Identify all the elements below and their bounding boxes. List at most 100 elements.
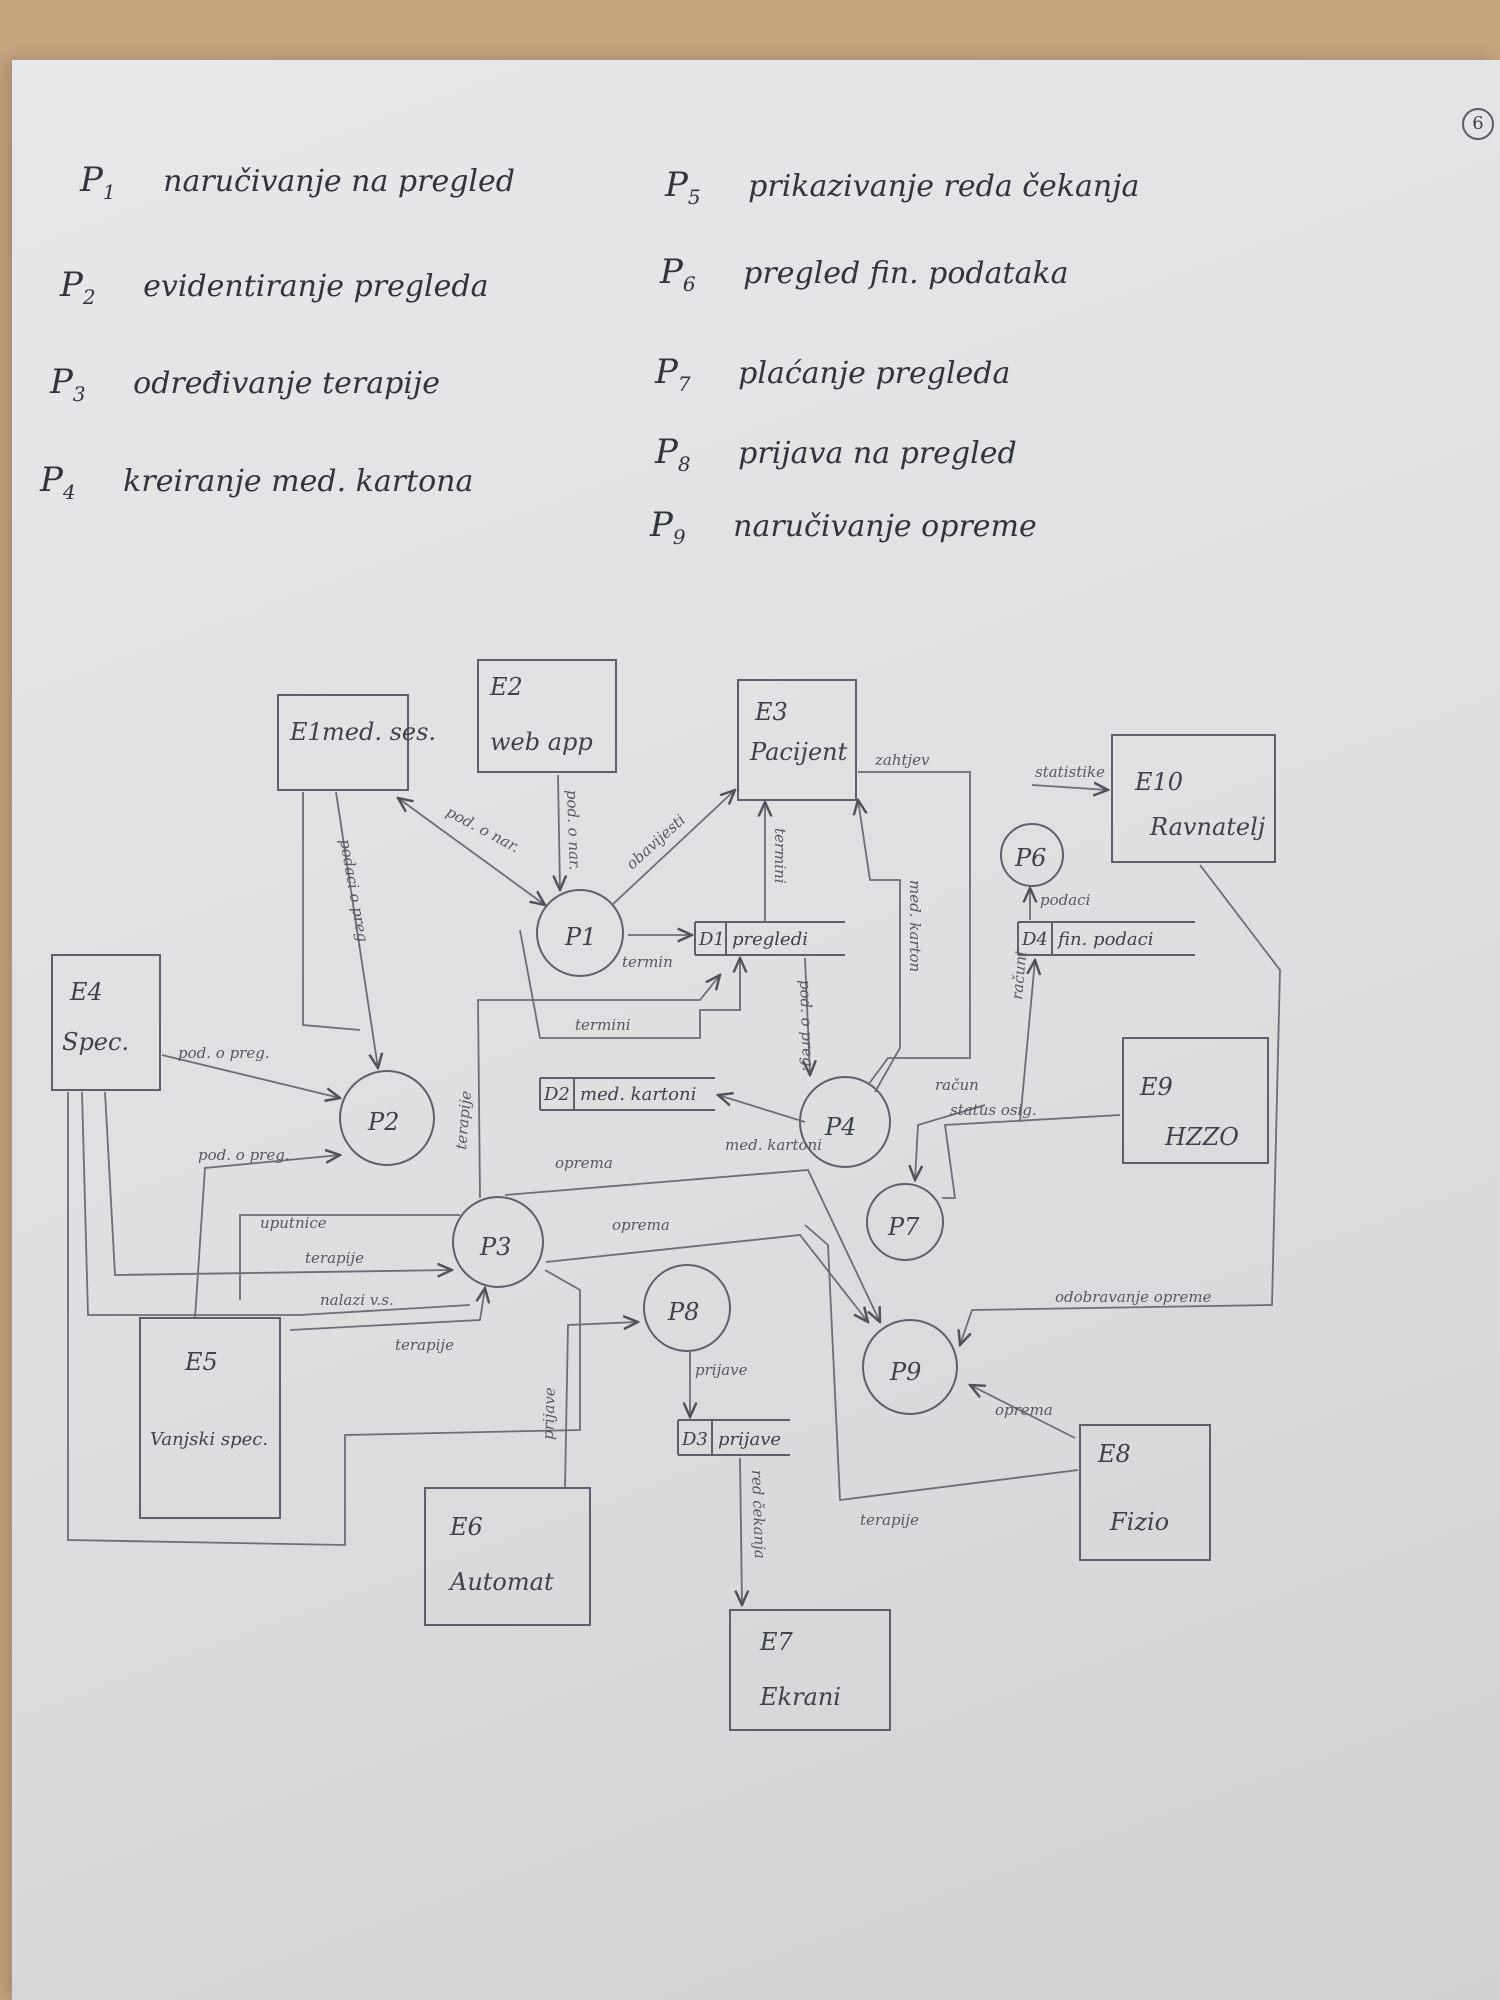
- flow-label-e8-p9: oprema: [995, 1401, 1053, 1419]
- process-circle-p8: [643, 1264, 731, 1352]
- legend-item-p9: P9 naručivanje opreme: [650, 505, 1037, 549]
- store-d4: [1017, 921, 1195, 956]
- legend-label: naručivanje opreme: [733, 509, 1037, 544]
- flow-label-termini: termini: [575, 1016, 631, 1034]
- entity-box-e2: [477, 659, 617, 773]
- legend-label: pregled fin. podataka: [743, 256, 1069, 291]
- flow-e1-p1: [398, 798, 545, 905]
- flow-label-p1-d1: termin: [622, 953, 673, 971]
- entity-name-e1: med. ses.: [322, 718, 436, 746]
- flow-e8-p9: [970, 1385, 1076, 1439]
- entity-name-e6: Automat: [448, 1568, 554, 1596]
- legend-item-p4: P4 kreiranje med. kartona: [40, 460, 473, 504]
- store-code-d4: D4: [1021, 929, 1048, 950]
- legend-id: P3: [50, 362, 86, 406]
- flow-e1-p2: [335, 791, 378, 1068]
- entity-name-e9: HZZO: [1164, 1123, 1239, 1151]
- entity-name-e7: Ekrani: [759, 1683, 841, 1711]
- flow-p3-oprema-mid: [545, 1234, 868, 1322]
- entity-box-e5: [139, 1317, 281, 1519]
- flow-e4-p2: [161, 1054, 340, 1098]
- flow-e9-status: [942, 1114, 1121, 1199]
- flow-label-p6-e10: statistike: [1035, 763, 1105, 781]
- paper-sheet: [12, 60, 1500, 2000]
- entity-code-e5: E5: [184, 1348, 218, 1376]
- legend-item-p3: P3 određivanje terapije: [50, 362, 440, 406]
- flow-p1-e3: [611, 790, 735, 906]
- legend-label: određivanje terapije: [133, 366, 440, 401]
- legend-label: naručivanje na pregled: [163, 164, 515, 199]
- flow-label-e5-p2: pod. o preg.: [198, 1146, 290, 1164]
- flow-label-p3-uputnice: uputnice: [260, 1214, 327, 1232]
- entity-name-e2: web app: [490, 728, 593, 756]
- store-name-d4: fin. podaci: [1056, 929, 1154, 950]
- legend-item-p6: P6 pregled fin. podataka: [660, 252, 1069, 296]
- flow-label-p3-terapije-top: terapije: [452, 1090, 475, 1150]
- entity-name-e10: Ravnatelj: [1149, 813, 1266, 841]
- entity-box-e1: [277, 694, 409, 791]
- process-label-p7: P7: [887, 1213, 920, 1241]
- flow-e1-loop: [302, 792, 361, 1031]
- flow-termini: [519, 929, 740, 1039]
- flow-label-p3-terapije-low: terapije: [395, 1336, 454, 1354]
- legend-id: P1: [80, 160, 116, 204]
- flow-p7-racun: [915, 1104, 986, 1180]
- flow-e10-p9: [960, 864, 1281, 1345]
- legend-label: prikazivanje reda čekanja: [748, 169, 1140, 204]
- entity-name-e8: Fizio: [1109, 1508, 1169, 1536]
- flow-label-p3-nalaz: nalazi v.s.: [320, 1291, 394, 1309]
- entity-box-e10: [1111, 734, 1276, 863]
- process-circle-p2: [339, 1070, 435, 1166]
- legend-label: evidentiranje pregleda: [143, 269, 489, 304]
- store-d1: [694, 921, 845, 956]
- flow-label-p7-d4: računi: [1008, 950, 1030, 1000]
- legend-item-p7: P7 plaćanje pregleda: [655, 352, 1010, 396]
- flow-label-d4-p6: podaci: [1040, 891, 1091, 909]
- entity-code-e3: E3: [754, 698, 788, 726]
- store-code-d3: D3: [681, 1429, 708, 1450]
- process-circle-p6: [1000, 823, 1064, 887]
- store-name-d1: pregledi: [732, 929, 808, 950]
- store-code-d1: D1: [698, 929, 725, 950]
- legend-id: P2: [60, 265, 96, 309]
- flow-d1-p4: [805, 957, 810, 1075]
- legend-id: P7: [655, 352, 691, 396]
- flow-e8-terapije: [804, 1224, 1079, 1502]
- store-name-d2: med. kartoni: [580, 1084, 696, 1105]
- legend-item-p2: P2 evidentiranje pregleda: [60, 265, 488, 309]
- entity-box-e3: [737, 679, 857, 801]
- entity-code-e2: E2: [489, 673, 523, 701]
- process-label-p8: P8: [667, 1298, 699, 1326]
- flow-p7-d4: [1019, 960, 1035, 1123]
- flow-label-p3-oprema-mid: oprema: [612, 1216, 670, 1234]
- entity-code-e1: E1: [289, 718, 323, 746]
- flow-d3-e7: [740, 1457, 742, 1605]
- entity-box-e9: [1122, 1037, 1269, 1164]
- flow-p3-terapije-low: [289, 1288, 485, 1331]
- flow-label-e4-p2: pod. o preg.: [178, 1044, 270, 1062]
- flow-label-e2-p1: pod. o nar.: [563, 790, 584, 871]
- flow-e4-p3: [104, 1091, 452, 1275]
- flow-p6-e10: [1031, 785, 1108, 790]
- process-circle-p7: [866, 1183, 944, 1261]
- flow-label-p3-oprema-top: oprema: [555, 1154, 613, 1172]
- legend-item-p8: P8 prijava na pregled: [655, 432, 1017, 476]
- process-label-p6: P6: [1014, 844, 1046, 872]
- flow-label-d1-e3: termini: [771, 828, 789, 884]
- process-circle-p1: [536, 889, 624, 977]
- process-circle-p9: [862, 1319, 958, 1415]
- entity-code-e4: E4: [69, 978, 103, 1006]
- flow-label-zahtjev: zahtjev: [874, 751, 930, 769]
- flow-label-med-karton: med. karton: [906, 880, 924, 972]
- legend-label: plaćanje pregleda: [738, 356, 1011, 391]
- flow-label-e9-status: status osig.: [950, 1101, 1037, 1119]
- flow-label-p7-racun: račun: [935, 1076, 979, 1094]
- store-d2: [539, 1077, 715, 1111]
- flow-p4-d2: [718, 1095, 806, 1123]
- flow-label-p8-d3: prijave: [695, 1361, 748, 1379]
- store-name-d3: prijave: [718, 1429, 781, 1450]
- legend-id: P4: [40, 460, 76, 504]
- process-circle-p4: [799, 1076, 891, 1168]
- flow-e6-p8: [564, 1322, 638, 1489]
